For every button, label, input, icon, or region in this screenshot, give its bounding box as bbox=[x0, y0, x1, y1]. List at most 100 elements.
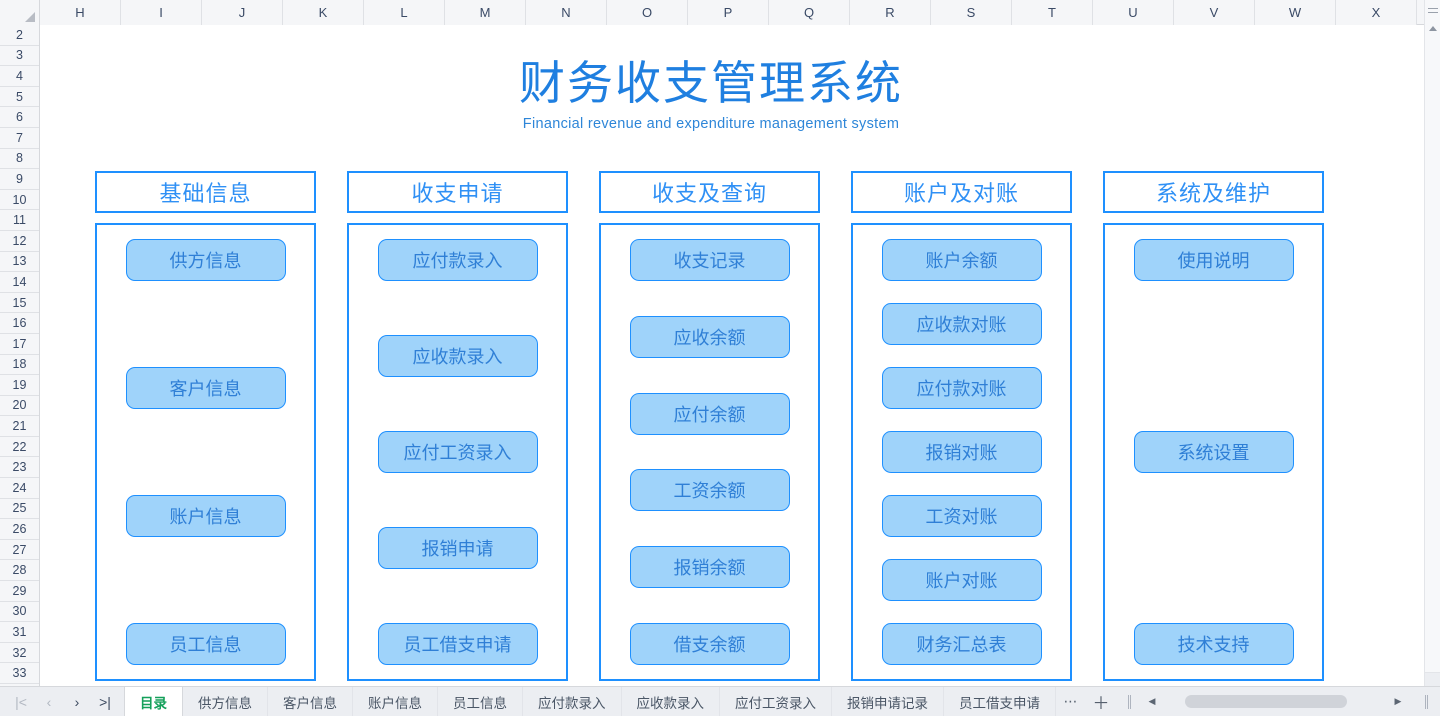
nav-button-3-5[interactable]: 报销余额 bbox=[629, 546, 790, 589]
nav-button-1-3[interactable]: 账户信息 bbox=[125, 495, 286, 537]
nav-button-4-6[interactable]: 账户对账 bbox=[881, 559, 1042, 601]
nav-button-2-2[interactable]: 应收款录入 bbox=[377, 335, 538, 377]
nav-button-2-1[interactable]: 应付款录入 bbox=[377, 239, 538, 281]
row-header-30[interactable]: 30 bbox=[0, 601, 39, 623]
category-header-4: 账户及对账 bbox=[851, 171, 1072, 213]
row-header-21[interactable]: 21 bbox=[0, 416, 39, 437]
next-sheet-icon[interactable]: › bbox=[74, 693, 80, 710]
nav-button-1-1[interactable]: 供方信息 bbox=[125, 239, 286, 281]
nav-button-1-2[interactable]: 客户信息 bbox=[125, 367, 286, 409]
column-header-N[interactable]: N bbox=[526, 0, 607, 25]
nav-button-3-1[interactable]: 收支记录 bbox=[629, 239, 790, 281]
column-header-W[interactable]: W bbox=[1255, 0, 1336, 25]
row-header-11[interactable]: 11 bbox=[0, 210, 39, 231]
sheet-tab-应付款录入[interactable]: 应付款录入 bbox=[523, 687, 622, 716]
hscroll-track[interactable]: ◀ ▶ bbox=[1143, 695, 1407, 708]
nav-button-1-4[interactable]: 员工信息 bbox=[125, 623, 286, 665]
row-header-33[interactable]: 33 bbox=[0, 663, 39, 684]
nav-button-5-3[interactable]: 技术支持 bbox=[1133, 623, 1294, 665]
column-header-O[interactable]: O bbox=[607, 0, 688, 25]
row-header-22[interactable]: 22 bbox=[0, 436, 39, 458]
vertical-scrollbar[interactable] bbox=[1424, 0, 1440, 686]
nav-button-3-2[interactable]: 应收余额 bbox=[629, 315, 790, 358]
row-header-8[interactable]: 8 bbox=[0, 148, 39, 170]
nav-button-2-5[interactable]: 员工借支申请 bbox=[377, 623, 538, 665]
row-header-14[interactable]: 14 bbox=[0, 272, 39, 293]
column-header-I[interactable]: I bbox=[121, 0, 202, 25]
prev-sheet-icon[interactable]: ‹ bbox=[46, 693, 52, 710]
nav-button-4-7[interactable]: 财务汇总表 bbox=[881, 623, 1042, 665]
row-header-13[interactable]: 13 bbox=[0, 251, 39, 273]
column-header-P[interactable]: P bbox=[688, 0, 769, 25]
nav-button-3-6[interactable]: 借支余额 bbox=[629, 622, 790, 665]
column-header-L[interactable]: L bbox=[364, 0, 445, 25]
first-sheet-icon[interactable]: |< bbox=[15, 693, 27, 710]
sheet-tab-应收款录入[interactable]: 应收款录入 bbox=[621, 687, 720, 716]
row-header-9[interactable]: 9 bbox=[0, 169, 39, 190]
row-header-23[interactable]: 23 bbox=[0, 457, 39, 479]
nav-button-4-2[interactable]: 应收款对账 bbox=[881, 303, 1042, 345]
row-header-17[interactable]: 17 bbox=[0, 333, 39, 355]
sheet-tab-应付工资录入[interactable]: 应付工资录入 bbox=[720, 687, 832, 716]
sheet-tab-目录[interactable]: 目录 bbox=[125, 687, 183, 716]
row-header-7[interactable]: 7 bbox=[0, 127, 39, 149]
row-header-10[interactable]: 10 bbox=[0, 189, 39, 211]
column-header-M[interactable]: M bbox=[445, 0, 526, 25]
row-header-29[interactable]: 29 bbox=[0, 581, 39, 602]
column-header-J[interactable]: J bbox=[202, 0, 283, 25]
row-header-4[interactable]: 4 bbox=[0, 66, 39, 87]
nav-button-3-4[interactable]: 工资余额 bbox=[629, 469, 790, 512]
sheet-tab-员工借支申请[interactable]: 员工借支申请 bbox=[944, 687, 1056, 716]
row-header-31[interactable]: 31 bbox=[0, 622, 39, 643]
nav-button-4-4[interactable]: 报销对账 bbox=[881, 431, 1042, 473]
row-header-15[interactable]: 15 bbox=[0, 292, 39, 314]
row-header-18[interactable]: 18 bbox=[0, 354, 39, 376]
scroll-up-arrow-icon[interactable] bbox=[1429, 26, 1437, 31]
column-header-Q[interactable]: Q bbox=[769, 0, 850, 25]
scroll-left-arrow-icon[interactable]: ◀ bbox=[1148, 696, 1156, 706]
row-header-24[interactable]: 24 bbox=[0, 478, 39, 499]
column-header-S[interactable]: S bbox=[931, 0, 1012, 25]
hscroll-thumb[interactable] bbox=[1185, 695, 1347, 708]
sheet-tab-客户信息[interactable]: 客户信息 bbox=[268, 687, 353, 716]
nav-button-4-5[interactable]: 工资对账 bbox=[881, 495, 1042, 537]
column-header-V[interactable]: V bbox=[1174, 0, 1255, 25]
row-header-20[interactable]: 20 bbox=[0, 395, 39, 417]
row-header-28[interactable]: 28 bbox=[0, 560, 39, 582]
select-all-corner[interactable] bbox=[0, 0, 40, 25]
nav-button-2-3[interactable]: 应付工资录入 bbox=[377, 431, 538, 473]
nav-button-2-4[interactable]: 报销申请 bbox=[377, 527, 538, 569]
row-header-12[interactable]: 12 bbox=[0, 230, 39, 252]
sheet-tab-供方信息[interactable]: 供方信息 bbox=[183, 687, 268, 716]
row-header-6[interactable]: 6 bbox=[0, 107, 39, 128]
row-header-16[interactable]: 16 bbox=[0, 313, 39, 334]
column-header-K[interactable]: K bbox=[283, 0, 364, 25]
sheet-tab-员工信息[interactable]: 员工信息 bbox=[438, 687, 523, 716]
worksheet-canvas[interactable]: 财务收支管理系统 Financial revenue and expenditu… bbox=[41, 25, 1424, 686]
column-header-X[interactable]: X bbox=[1336, 0, 1417, 25]
row-header-32[interactable]: 32 bbox=[0, 642, 39, 664]
nav-button-5-2[interactable]: 系统设置 bbox=[1133, 431, 1294, 473]
horizontal-scrollbar[interactable]: ◀ ▶ bbox=[1143, 687, 1413, 716]
column-header-R[interactable]: R bbox=[850, 0, 931, 25]
nav-button-3-3[interactable]: 应付余额 bbox=[629, 392, 790, 435]
sheet-tab-报销申请记录[interactable]: 报销申请记录 bbox=[832, 687, 944, 716]
row-header-26[interactable]: 26 bbox=[0, 519, 39, 540]
row-header-27[interactable]: 27 bbox=[0, 539, 39, 561]
nav-button-4-1[interactable]: 账户余额 bbox=[881, 239, 1042, 281]
nav-button-4-3[interactable]: 应付款对账 bbox=[881, 367, 1042, 409]
row-header-25[interactable]: 25 bbox=[0, 498, 39, 520]
nav-button-5-1[interactable]: 使用说明 bbox=[1133, 239, 1294, 281]
add-sheet-icon[interactable]: ＋ bbox=[1086, 687, 1116, 716]
column-header-T[interactable]: T bbox=[1012, 0, 1093, 25]
row-header-2[interactable]: 2 bbox=[0, 25, 39, 46]
row-header-5[interactable]: 5 bbox=[0, 86, 39, 108]
scroll-right-arrow-icon[interactable]: ▶ bbox=[1394, 696, 1402, 706]
column-header-U[interactable]: U bbox=[1093, 0, 1174, 25]
column-header-H[interactable]: H bbox=[40, 0, 121, 25]
more-sheets-icon[interactable]: ⋯ bbox=[1056, 687, 1086, 716]
last-sheet-icon[interactable]: >| bbox=[99, 693, 111, 710]
row-header-3[interactable]: 3 bbox=[0, 45, 39, 67]
row-header-19[interactable]: 19 bbox=[0, 375, 39, 396]
sheet-tab-账户信息[interactable]: 账户信息 bbox=[353, 687, 438, 716]
